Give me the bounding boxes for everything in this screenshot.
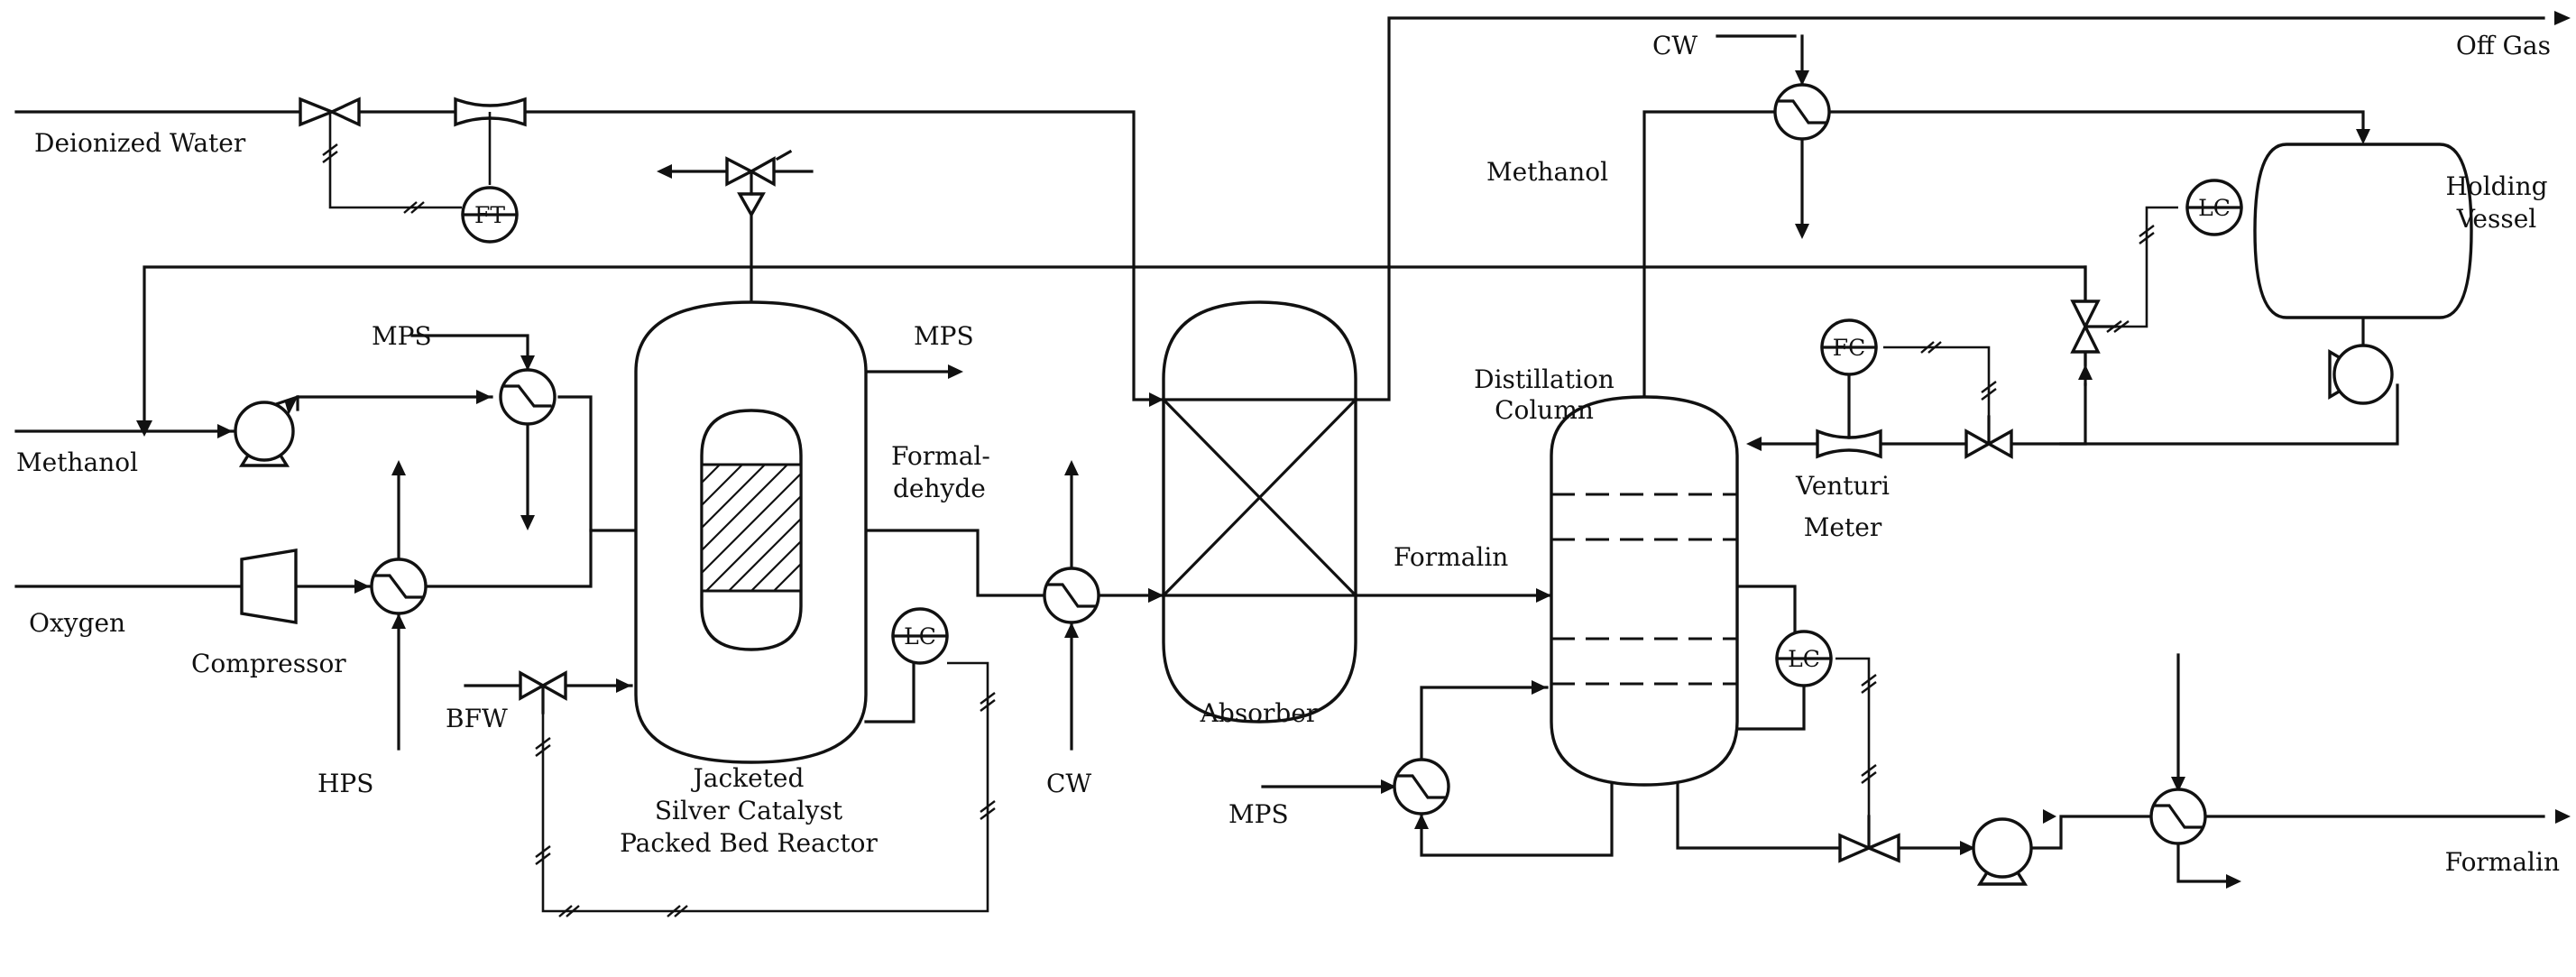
pump-recycle (2328, 344, 2394, 405)
label-formaldehyde-2: dehyde (893, 474, 986, 503)
signal-lines (322, 112, 2178, 917)
label-methanol-feed: Methanol (16, 447, 138, 477)
label-compressor: Compressor (191, 649, 346, 678)
lc-column-label: LC (1788, 646, 1820, 672)
label-hps: HPS (317, 769, 373, 798)
label-reactor-3: Packed Bed Reactor (620, 828, 878, 858)
heat-exchanger-reboiler (1393, 758, 1450, 816)
flow-arrows (136, 11, 2571, 889)
label-reactor-2: Silver Catalyst (655, 796, 843, 825)
instrument-lc-reactor[interactable]: LC (891, 607, 949, 665)
label-reactor-1: Jacketed (691, 763, 805, 793)
label-mps-reactor: MPS (914, 321, 974, 351)
heat-exchanger-oxygen (370, 558, 428, 615)
label-deionized-water: Deionized Water (34, 128, 246, 158)
label-formaldehyde-1: Formal- (891, 441, 990, 471)
heat-exchanger-condenser (1773, 83, 1831, 141)
label-methanol-recycle: Methanol (1486, 157, 1608, 187)
control-valve-bottoms[interactable] (1838, 815, 1900, 863)
label-formalin-mid: Formalin (1394, 542, 1508, 572)
label-distillation-1: Distillation (1474, 364, 1615, 394)
process-lines (14, 16, 2545, 883)
heat-exchanger-cooler (1043, 567, 1100, 624)
heat-exchanger-methanol (499, 368, 557, 426)
label-off-gas: Off Gas (2456, 31, 2551, 60)
control-valve-recycle[interactable] (1964, 415, 2013, 459)
holding-vessel (2253, 143, 2473, 319)
lc-reactor-label: LC (904, 623, 936, 650)
instrument-fc[interactable]: FC (1820, 318, 1878, 376)
relief-valve[interactable] (725, 149, 793, 218)
stream-labels: Deionized Water Methanol Oxygen Compress… (16, 31, 2560, 877)
control-valve-recycle-vertical[interactable] (2070, 300, 2117, 354)
label-holding-1: Holding (2445, 171, 2547, 201)
label-holding-2: Vessel (2456, 204, 2537, 234)
label-venturi-2: Meter (1804, 512, 1882, 542)
pump-product (1972, 817, 2033, 886)
instrument-lc-column[interactable]: LC (1775, 630, 1833, 687)
control-valve-deionized-water[interactable] (299, 97, 361, 127)
fc-label: FC (1833, 335, 1865, 361)
label-venturi-1: Venturi (1795, 471, 1890, 501)
label-mps-reboiler: MPS (1228, 799, 1289, 829)
distillation-column (1550, 395, 1739, 787)
lc-holding-label: LC (2198, 195, 2231, 221)
label-distillation-2: Column (1495, 395, 1594, 425)
packed-bed-reactor (634, 300, 868, 764)
catalyst-bed (700, 463, 803, 593)
label-formalin-product: Formalin (2445, 847, 2560, 877)
absorber-column (1161, 300, 1358, 724)
instrument-ft[interactable]: FT (461, 186, 519, 244)
ft-label: FT (474, 202, 505, 228)
venturi-meter (1816, 373, 1882, 459)
pump-methanol (234, 394, 300, 467)
label-oxygen: Oxygen (29, 608, 125, 638)
instrument-lc-holding[interactable]: LC (2185, 179, 2243, 236)
label-cw-condenser: CW (1652, 31, 1697, 60)
compressor (240, 548, 298, 625)
label-cw-cooler: CW (1046, 769, 1091, 798)
label-mps-top: MPS (372, 321, 432, 351)
control-valve-bfw[interactable] (519, 670, 567, 714)
label-bfw: BFW (446, 704, 508, 733)
label-absorber: Absorber (1200, 698, 1319, 728)
heat-exchanger-product (2149, 788, 2207, 845)
